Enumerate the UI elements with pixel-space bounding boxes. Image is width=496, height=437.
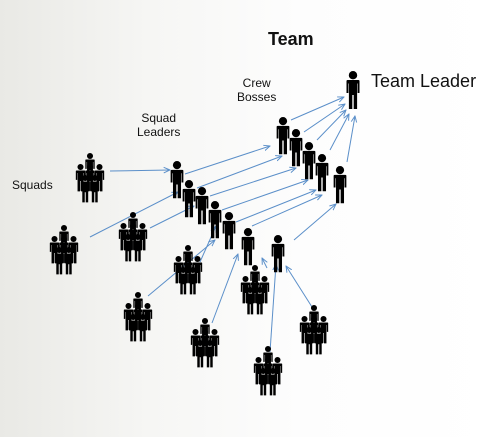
person-icon [188, 267, 198, 295]
reporting-arrow [290, 97, 344, 121]
squad-group-icon-7 [240, 265, 270, 315]
person-icon [137, 223, 148, 251]
person-icon [268, 368, 278, 396]
person-icon [138, 314, 148, 342]
person-icon [80, 175, 90, 203]
person-icon [245, 287, 255, 315]
squad-group-icon-4 [173, 245, 203, 295]
crew-bosses-label-line2: Bosses [237, 89, 277, 104]
reporting-arrow [196, 156, 282, 189]
person-icon [195, 340, 205, 368]
figure-layer [49, 71, 360, 396]
reporting-arrow [269, 264, 276, 353]
squad-group-icon-9 [253, 346, 283, 396]
squad-leader-icon-2 [182, 180, 196, 218]
reporting-arrow [346, 116, 355, 163]
reporting-arrow [221, 180, 308, 211]
squad-group-icon-2 [49, 225, 79, 275]
person-icon [128, 314, 138, 342]
team-leader-label: Team Leader [371, 71, 477, 91]
reporting-arrow [235, 190, 316, 223]
reporting-arrow [109, 170, 170, 171]
squad-group-icon-3 [118, 212, 148, 262]
person-icon [54, 247, 64, 275]
person-icon [123, 234, 133, 262]
squad-group-icon-5 [123, 292, 153, 342]
crew-bosses-label: Crew Bosses [237, 76, 277, 105]
arrow-layer [89, 97, 355, 353]
person-icon [90, 175, 100, 203]
diagram-title: Team [268, 29, 314, 49]
squad-leader-icon-4 [208, 201, 222, 239]
squad-leaders-label-line1: Squad [141, 111, 177, 125]
squad-leaders-label: Squad Leaders [137, 111, 181, 140]
reporting-arrow [316, 110, 346, 141]
reporting-arrow [209, 168, 296, 197]
squad-leaders-label-line2: Leaders [137, 124, 181, 139]
reporting-arrow [211, 254, 238, 324]
squad-leader-icon-6 [241, 228, 255, 266]
reporting-arrow [293, 204, 336, 241]
squad-leader-icon-5 [222, 212, 236, 250]
squad-leader-icon-3 [195, 187, 209, 225]
reporting-arrow [251, 195, 322, 227]
squad-group-icon-6 [190, 318, 220, 368]
reporting-arrow [329, 114, 349, 151]
person-icon [255, 287, 265, 315]
person-icon [178, 267, 188, 295]
squad-leader-icon-1 [170, 161, 184, 199]
squad-group-icon-1 [75, 153, 105, 203]
crew-boss-icon-1 [276, 117, 290, 155]
squads-label: Squads [12, 178, 53, 192]
person-icon [258, 368, 268, 396]
squad-leader-icon-7 [271, 235, 285, 273]
squad-group-icon-8 [299, 305, 329, 355]
person-icon [64, 247, 74, 275]
crew-boss-icon-2 [289, 129, 303, 167]
reporting-arrow [286, 266, 313, 308]
person-icon [314, 327, 324, 355]
person-icon [133, 234, 143, 262]
person-icon [304, 327, 314, 355]
crew-boss-icon-4 [315, 154, 329, 192]
reporting-arrow [184, 146, 270, 175]
person-icon [205, 340, 215, 368]
crew-boss-icon-5 [333, 166, 347, 204]
reporting-arrow [262, 258, 267, 269]
reporting-arrow [303, 104, 345, 133]
crew-boss-icon-3 [302, 142, 316, 180]
crew-bosses-label-line1: Crew [242, 76, 271, 90]
team-leader-icon [346, 71, 360, 109]
